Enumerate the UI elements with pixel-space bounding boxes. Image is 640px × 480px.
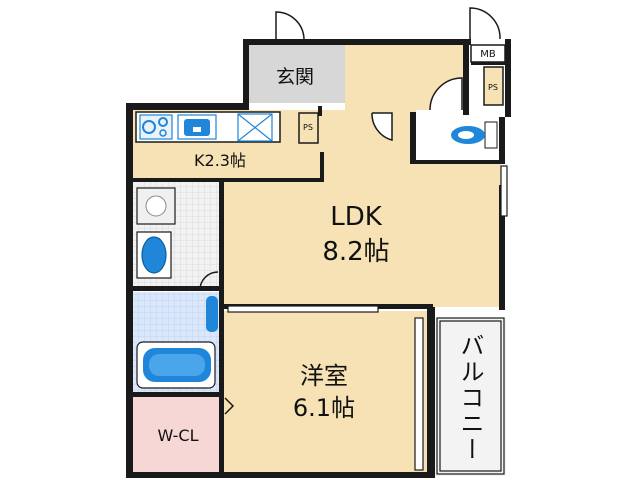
ps-box-top bbox=[483, 66, 504, 106]
shower-icon bbox=[206, 296, 218, 332]
balcony-label: バルコニー bbox=[456, 333, 484, 463]
mb-label: MB bbox=[480, 49, 496, 60]
stove-icon bbox=[139, 114, 173, 140]
bathtub-icon bbox=[136, 341, 216, 389]
kitchen-label: K2.3帖 bbox=[194, 151, 246, 170]
ldk-size-label: 8.2帖 bbox=[322, 237, 389, 267]
sink-icon bbox=[177, 114, 217, 140]
ps-label-top: PS bbox=[488, 83, 498, 92]
wcl-label: W-CL bbox=[157, 426, 198, 445]
ldk-name-label: LDK bbox=[330, 202, 383, 232]
yoshitsu-size-label: 6.1帖 bbox=[293, 394, 355, 422]
ps-label-kitchen: PS bbox=[303, 123, 313, 132]
genkan-label: 玄関 bbox=[276, 66, 314, 88]
balcony-rail bbox=[436, 317, 505, 475]
washer-icon bbox=[136, 187, 176, 225]
windows bbox=[227, 165, 508, 471]
mb-box bbox=[470, 44, 506, 63]
toilet-icon bbox=[451, 121, 498, 149]
washbasin-icon bbox=[136, 231, 172, 279]
wcl-floor bbox=[133, 396, 223, 474]
doors bbox=[199, 7, 501, 415]
genkan-floor bbox=[247, 45, 345, 103]
fridge-space-icon bbox=[237, 113, 273, 142]
balcony-floor bbox=[434, 318, 506, 476]
yoshitsu-name-label: 洋室 bbox=[300, 362, 348, 390]
yoshitsu-floor bbox=[223, 311, 431, 474]
ps-box-kitchen bbox=[298, 112, 319, 144]
